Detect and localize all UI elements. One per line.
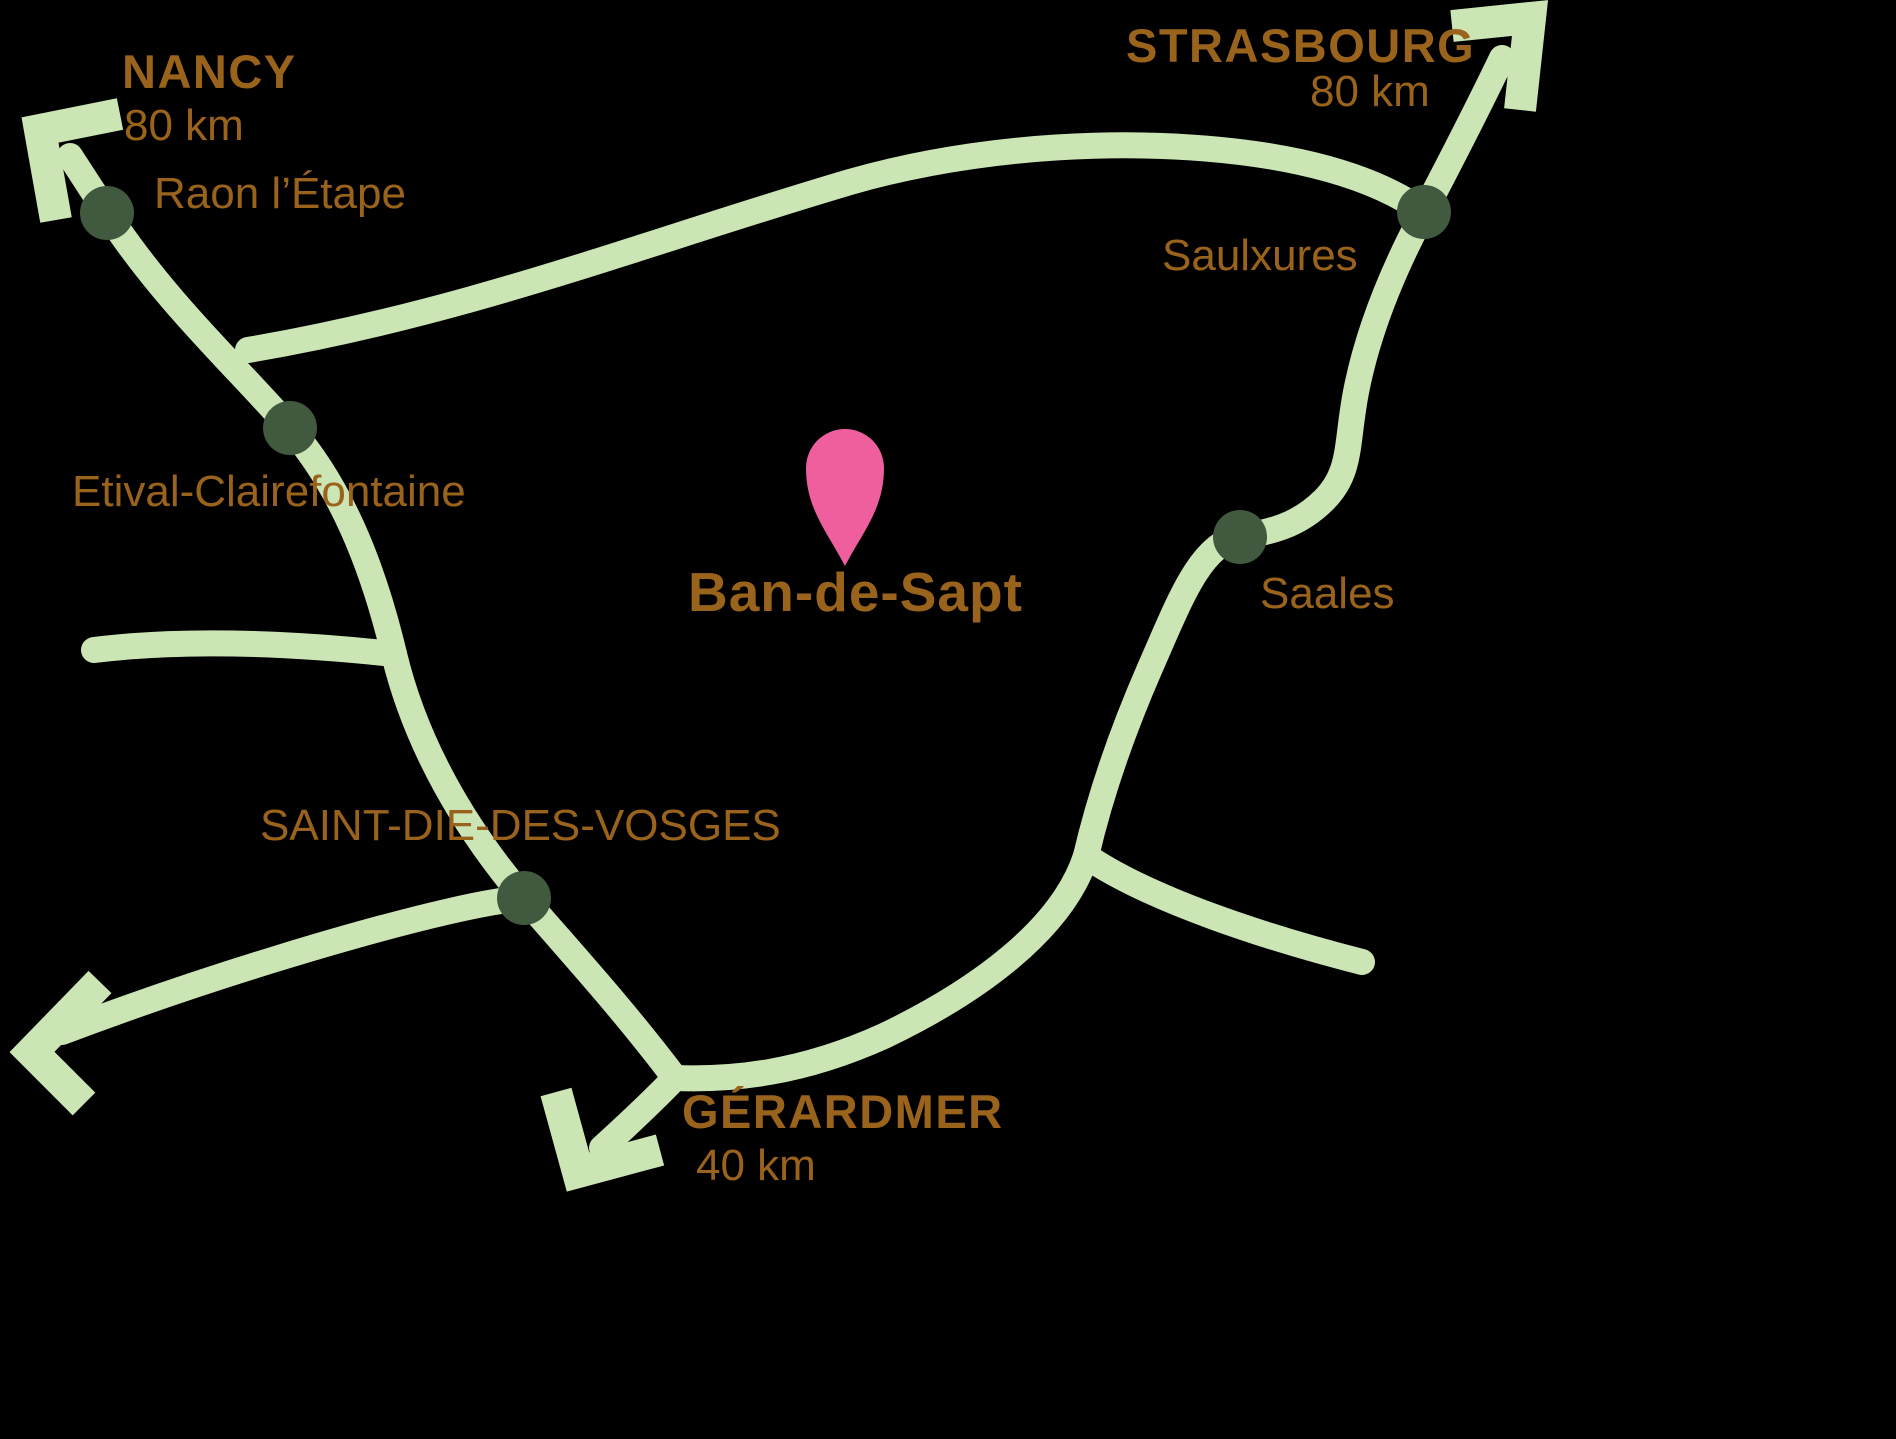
road-west-branch [81, 630, 407, 667]
road-gerardmer-stub [589, 1065, 688, 1161]
gerardmer-arrow-icon [540, 1087, 665, 1192]
arrows-layer [9, 0, 1549, 1192]
label-gerardmer-distance: 40 km [696, 1141, 816, 1190]
label-raon-l-etape: Raon l’Étape [154, 169, 406, 218]
town-dot-saulxures [1397, 185, 1451, 239]
label-strasbourg: STRASBOURG [1126, 19, 1476, 72]
southwest-arrow-icon [9, 970, 112, 1116]
town-dot-saales [1213, 510, 1267, 564]
road-southeast-branch [1073, 843, 1375, 975]
label-ban-de-sapt: Ban-de-Sapt [688, 561, 1023, 623]
location-pin-icon [806, 429, 884, 566]
label-nancy: NANCY [122, 45, 297, 98]
town-dot-etival-clairefontaine [263, 401, 317, 455]
label-saulxures: Saulxures [1162, 231, 1358, 280]
road-north [235, 132, 1437, 363]
road-strasbourg-saales [662, 45, 1515, 1092]
label-strasbourg-distance: 80 km [1310, 67, 1430, 116]
roads-layer [49, 45, 1515, 1161]
road-southwest [49, 885, 537, 1045]
town-dot-saint-die-des-vosges [497, 871, 551, 925]
label-saint-die-des-vosges: SAINT-DIE-DES-VOSGES [260, 801, 781, 850]
label-nancy-distance: 80 km [124, 101, 244, 150]
town-dot-raon-l-etape [80, 186, 134, 240]
town-dots-layer [80, 185, 1451, 925]
strasbourg-arrow-icon [1450, 0, 1549, 112]
label-etival-clairefontaine: Etival-Clairefontaine [72, 467, 466, 516]
label-gerardmer: GÉRARDMER [682, 1085, 1004, 1138]
label-saales: Saales [1260, 569, 1395, 618]
nancy-arrow-icon [21, 98, 124, 223]
